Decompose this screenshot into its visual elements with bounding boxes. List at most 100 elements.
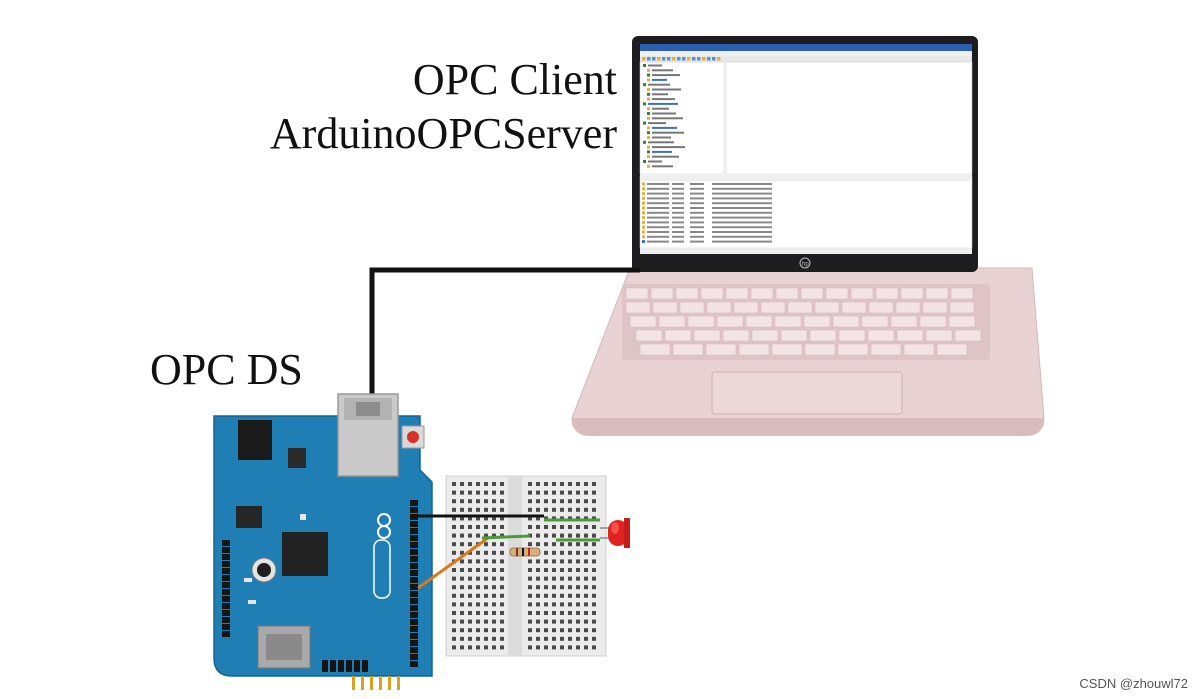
breadboard-hole xyxy=(452,568,456,572)
log-icon xyxy=(642,206,645,210)
breadboard-hole xyxy=(576,628,580,633)
breadboard-hole xyxy=(576,550,580,555)
toolbar-icon xyxy=(647,57,651,61)
key xyxy=(896,329,924,342)
breadboard-hole xyxy=(584,645,588,650)
breadboard-hole xyxy=(500,636,504,641)
breadboard-hole xyxy=(476,628,480,633)
breadboard-hole xyxy=(492,507,496,512)
log-source xyxy=(690,202,704,205)
key xyxy=(745,315,773,328)
breadboard-hole xyxy=(552,542,556,547)
breadboard-hole xyxy=(576,533,580,538)
breadboard-hole xyxy=(460,602,464,607)
breadboard-hole xyxy=(492,576,496,581)
breadboard-hole xyxy=(468,525,472,529)
breadboard-hole xyxy=(576,507,580,512)
toolbar-icon xyxy=(672,57,676,61)
breadboard-hole xyxy=(576,525,580,529)
breadboard-hole xyxy=(576,559,580,564)
breadboard-hole xyxy=(544,645,548,650)
key xyxy=(919,315,947,328)
breadboard-hole xyxy=(568,525,572,529)
breadboard-hole xyxy=(544,542,548,547)
key xyxy=(725,287,749,300)
breadboard-hole xyxy=(452,490,456,495)
breadboard-hole xyxy=(500,525,504,529)
key xyxy=(954,329,982,342)
key xyxy=(672,343,704,356)
breadboard-hole xyxy=(560,550,564,555)
breadboard-hole xyxy=(460,628,464,633)
breadboard-hole xyxy=(500,507,504,512)
breadboard-hole xyxy=(560,636,564,641)
key xyxy=(838,329,866,342)
breadboard-hole xyxy=(452,550,456,555)
breadboard-hole xyxy=(560,533,564,538)
breadboard-hole xyxy=(484,533,488,538)
keyboard-keys xyxy=(625,287,982,356)
tree-icon xyxy=(643,121,646,125)
breadboard-hole xyxy=(492,619,496,624)
log-date xyxy=(647,187,669,190)
breadboard-hole xyxy=(592,636,596,641)
breadboard-hole xyxy=(536,619,540,624)
breadboard-hole xyxy=(568,482,572,486)
breadboard-hole xyxy=(468,550,472,555)
breadboard-hole xyxy=(476,499,480,504)
log-date xyxy=(647,231,669,233)
breadboard-hole xyxy=(584,499,588,504)
breadboard-hole xyxy=(584,516,588,521)
breadboard xyxy=(445,475,607,657)
log-message xyxy=(712,226,772,229)
key xyxy=(925,287,949,300)
breadboard-hole xyxy=(452,499,456,504)
key xyxy=(922,301,948,314)
breadboard-hole xyxy=(452,585,456,590)
arduino-logo-icon xyxy=(377,513,391,539)
breadboard-hole xyxy=(460,482,464,486)
breadboard-hole xyxy=(544,516,548,521)
breadboard-hole xyxy=(544,559,548,564)
breadboard-hole xyxy=(528,645,532,650)
toolbar-icon xyxy=(667,57,671,61)
breadboard-hole xyxy=(576,611,580,615)
log-time xyxy=(672,202,684,205)
breadboard-hole xyxy=(468,602,472,607)
toolbar-icon xyxy=(677,57,681,61)
icsp-header xyxy=(322,660,400,690)
breadboard-hole xyxy=(528,619,532,624)
toolbar-icon xyxy=(702,57,706,61)
breadboard-hole xyxy=(500,568,504,572)
breadboard-hole xyxy=(528,559,532,564)
breadboard-hole xyxy=(576,568,580,572)
breadboard-hole xyxy=(592,602,596,607)
log-date xyxy=(647,183,669,185)
breadboard-hole xyxy=(500,593,504,598)
breadboard-hole xyxy=(536,576,540,581)
breadboard-hole xyxy=(576,585,580,590)
log-source xyxy=(690,207,704,209)
breadboard-hole xyxy=(552,611,556,615)
header-leg xyxy=(388,676,391,690)
breadboard-hole xyxy=(560,645,564,650)
breadboard-hole xyxy=(552,576,556,581)
breadboard-hole xyxy=(460,490,464,495)
log-message xyxy=(712,207,772,209)
breadboard-hole xyxy=(468,533,472,538)
breadboard-hole xyxy=(452,602,456,607)
breadboard-hole xyxy=(576,482,580,486)
header-pin xyxy=(410,626,418,632)
breadboard-hole xyxy=(584,568,588,572)
breadboard-hole xyxy=(500,482,504,486)
breadboard-hole xyxy=(592,482,596,486)
breadboard-hole xyxy=(528,602,532,607)
breadboard-hole xyxy=(592,619,596,624)
key xyxy=(787,301,813,314)
tree-icon xyxy=(647,88,650,91)
log-icon xyxy=(642,192,645,196)
toolbar-icon xyxy=(682,57,686,61)
laptop: hp xyxy=(571,36,1045,436)
breadboard-hole xyxy=(552,550,556,555)
key xyxy=(949,301,975,314)
